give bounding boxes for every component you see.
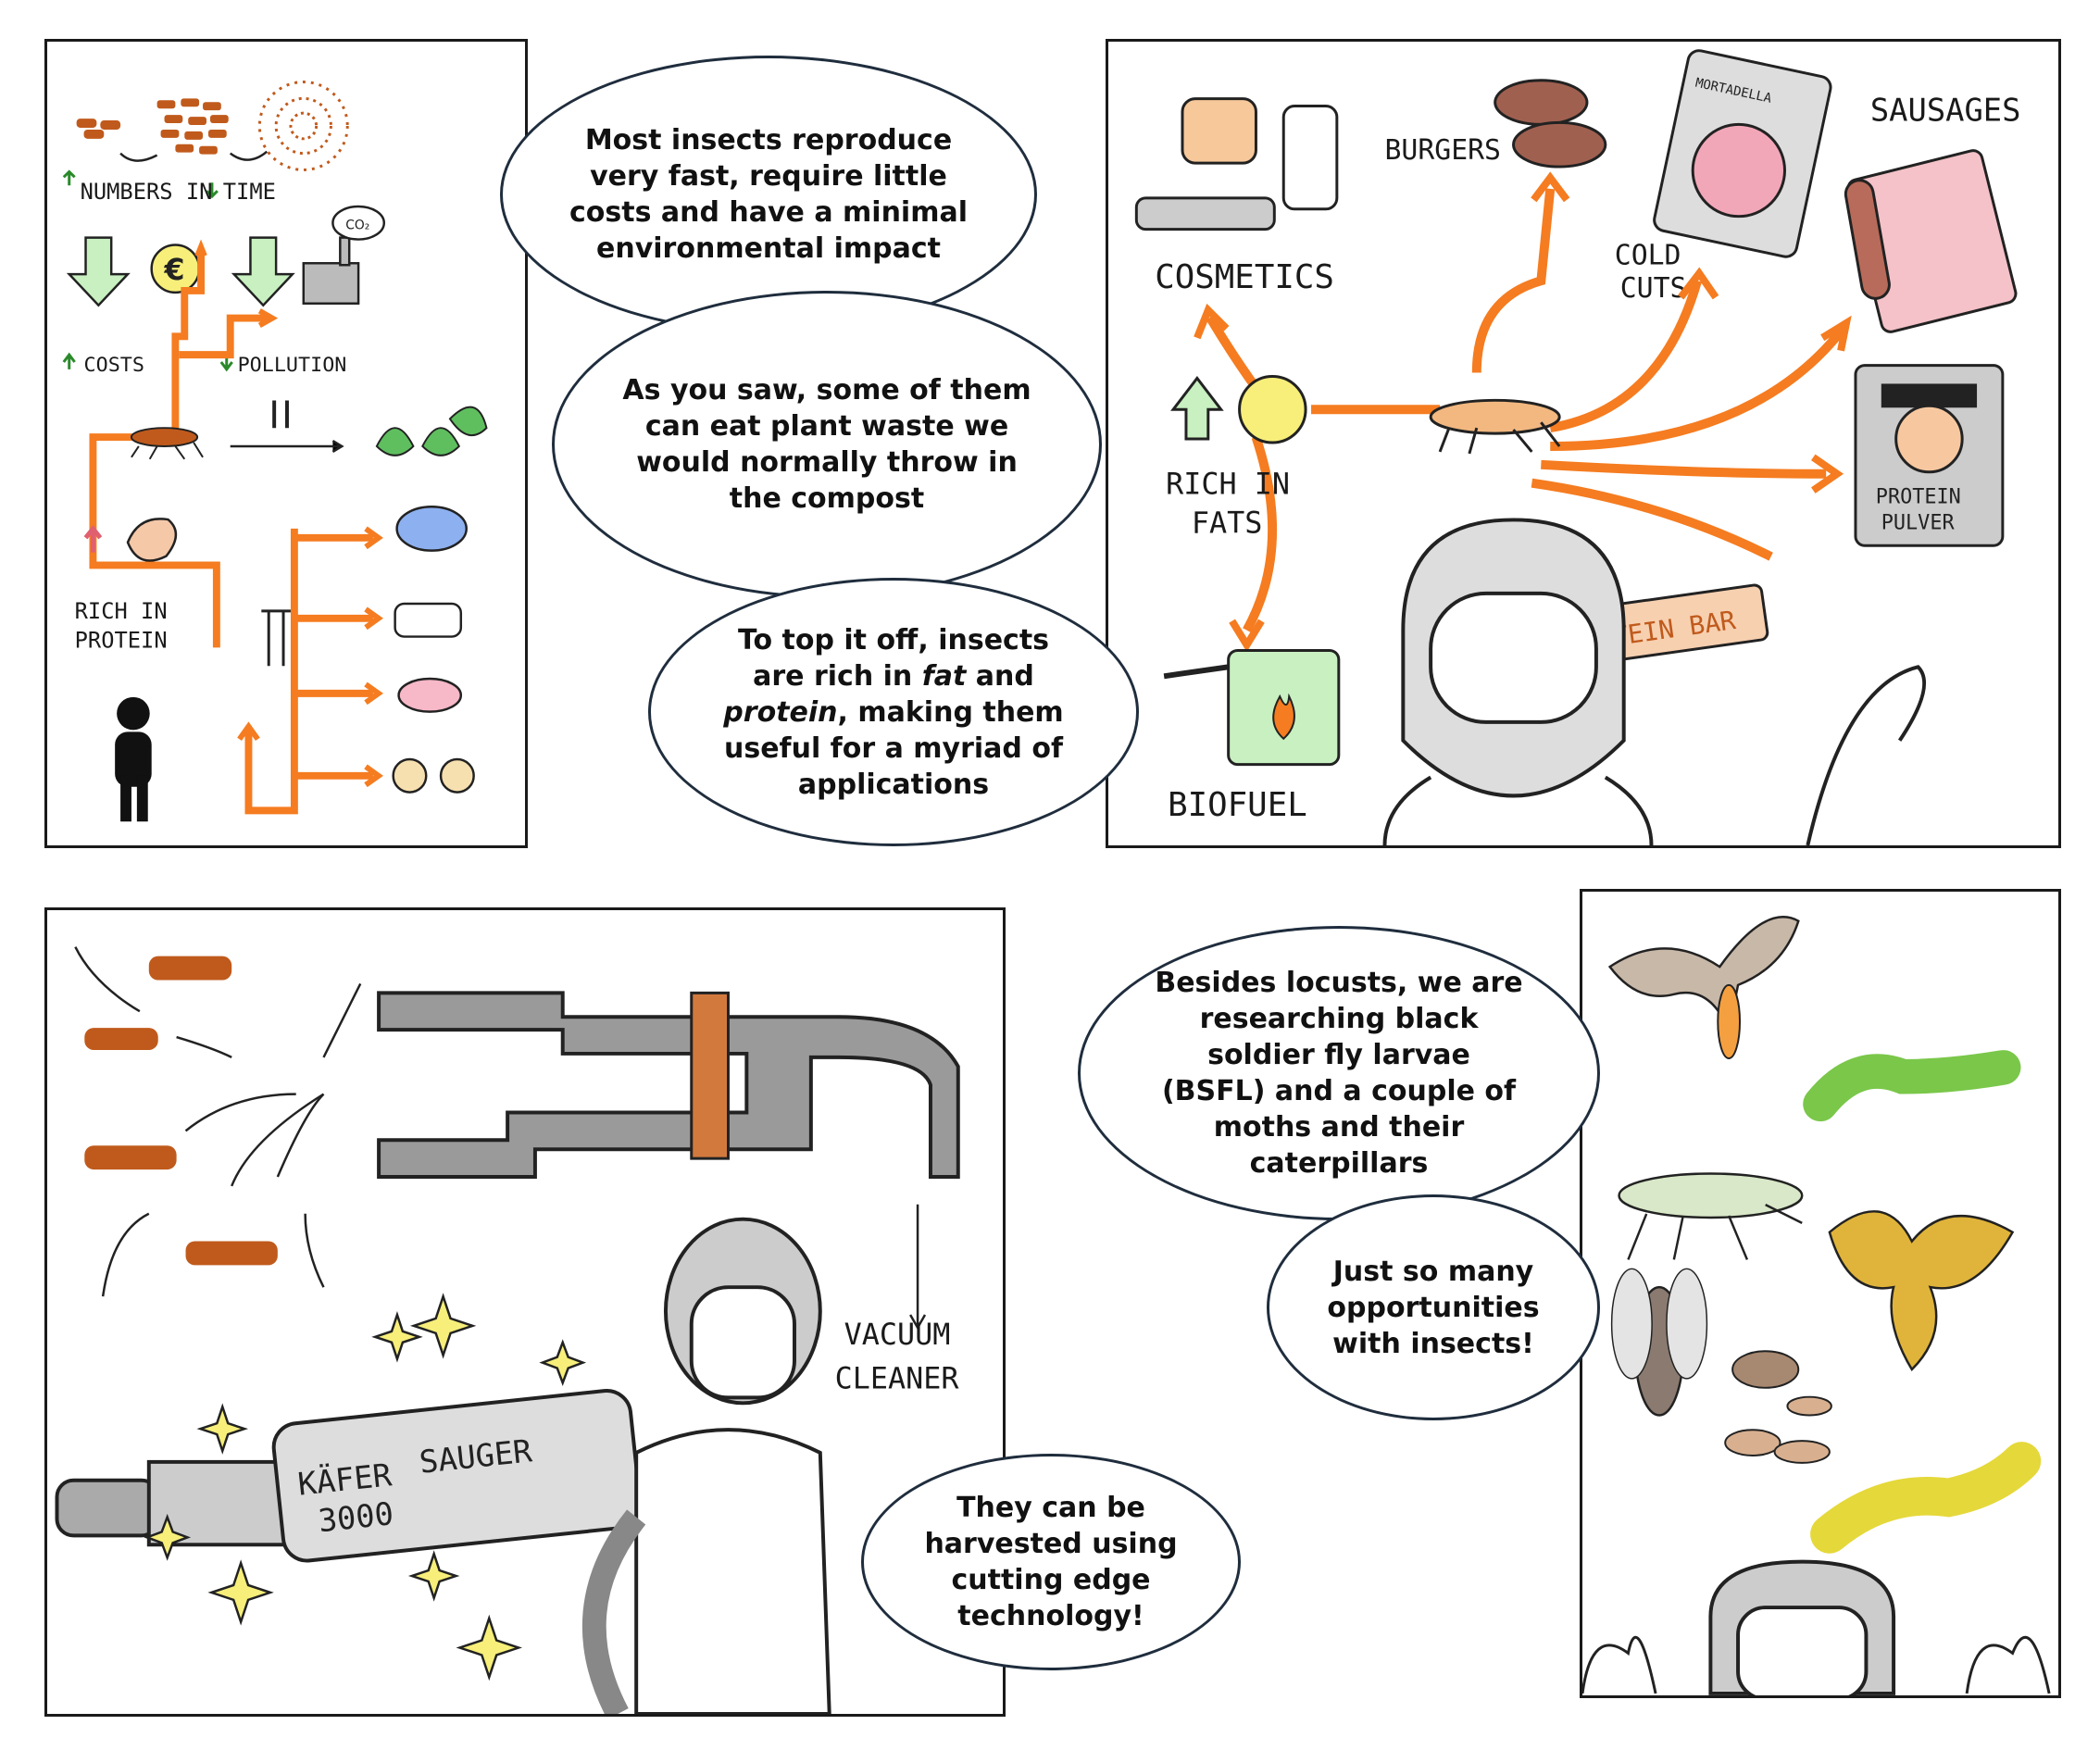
svg-text:€: €	[164, 254, 185, 287]
cosmetics-label: COSMETICS	[1155, 258, 1334, 296]
few-insects-icon	[76, 119, 121, 139]
green-down-arrow-icon	[66, 236, 131, 307]
speech-bubble-text: To top it off, insects are rich in fat a…	[723, 623, 1064, 801]
speech-bubble-plant-waste: As you saw, some of them can eat plant w…	[552, 291, 1102, 598]
cream-tube-icon	[1134, 196, 1276, 231]
chicken-icon	[392, 757, 428, 794]
up-arrow-icon	[83, 524, 103, 553]
co2-label: CO₂	[345, 219, 369, 233]
cutlery-icon	[261, 609, 291, 667]
burger-patty-icon	[1512, 120, 1607, 169]
human-icon	[115, 696, 152, 822]
collected-larvae-icon	[690, 991, 730, 1160]
speech-bubble-text: Besides locusts, we are researching blac…	[1155, 967, 1523, 1180]
bearded-man-icon	[1382, 518, 1654, 845]
panel-insect-benefits-drawing: NUMBERS IN TIME € CO₂ COSTS POLLUTION	[62, 81, 488, 822]
time-label: TIME	[223, 179, 276, 205]
green-caterpillar-icon	[1803, 1050, 2021, 1122]
panel-insect-products-drawing: COSMETICS BURGERS MORTADELLA COLD CUTS S…	[1134, 49, 2021, 845]
hand-icon	[1965, 1635, 2051, 1694]
sausage-package-icon	[1844, 149, 2018, 333]
panel-harvesting: VACUUM CLEANER KÄFER SAUGER 3000	[44, 907, 1006, 1717]
soldier-fly-icon	[1610, 1268, 1708, 1417]
arrow-icon	[229, 150, 269, 161]
panel-insect-species	[1580, 889, 2061, 1698]
pollution-label: POLLUTION	[238, 354, 347, 377]
grasshopper-icon	[1618, 1172, 1804, 1260]
speech-bubble-top-it-off: To top it off, insects are rich in fat a…	[648, 578, 1139, 846]
biofuel-label: BIOFUEL	[1168, 786, 1307, 824]
up-arrow-icon	[62, 169, 76, 186]
panel-insect-products: COSMETICS BURGERS MORTADELLA COLD CUTS S…	[1106, 39, 2061, 848]
yellow-caterpillar-icon	[1810, 1442, 2042, 1554]
arrow-icon	[230, 439, 344, 453]
cream-jar-icon	[1181, 97, 1257, 165]
cutlery-icon	[272, 400, 289, 429]
lotion-bottle-icon	[1281, 105, 1339, 211]
factory-icon: CO₂	[302, 205, 386, 305]
panel-insect-species-drawing	[1582, 916, 2051, 1695]
locust-swarm-icon	[84, 956, 278, 1266]
rich-in-fats-label: RICH IN	[1166, 469, 1290, 502]
protein-powder-bag-icon: PROTEIN PULVER	[1854, 364, 2005, 547]
numbers-in-label: NUMBERS IN	[81, 179, 213, 205]
vacuum-label-2: CLEANER	[835, 1362, 960, 1395]
sparkle-icon	[144, 1293, 587, 1681]
panel-harvesting-drawing: VACUUM CLEANER KÄFER SAUGER 3000	[55, 946, 960, 1714]
vacuum-pipe-icon	[377, 991, 960, 1179]
swarm-icon	[257, 81, 349, 171]
speech-bubble-text: Most insects reproduce very fast, requir…	[569, 124, 969, 265]
chicken-icon	[439, 757, 475, 794]
hand-icon	[1582, 1635, 1657, 1694]
muscle-arm-icon	[126, 518, 178, 562]
burgers-label: BURGERS	[1384, 134, 1501, 167]
locust-icon	[1429, 398, 1561, 455]
speech-bubble-text: Just so many opportunities with insects!	[1327, 1255, 1540, 1360]
bearded-man-icon	[581, 1217, 831, 1714]
speech-bubble-text: They can be harvested using cutting edge…	[924, 1492, 1178, 1632]
locust-icon	[130, 427, 204, 460]
burger-patty-icon	[1494, 79, 1589, 126]
model-label: 3000	[317, 1495, 395, 1539]
speech-bubble-harvested: They can be harvested using cutting edge…	[861, 1454, 1241, 1670]
cold-cuts-label-2: CUTS	[1620, 272, 1687, 305]
feed-branch-arrows-icon	[244, 528, 298, 815]
panel-insect-benefits: NUMBERS IN TIME € CO₂ COSTS POLLUTION	[44, 39, 528, 848]
cow-icon	[394, 602, 463, 638]
larvae-icon	[1724, 1350, 1832, 1464]
many-insects-icon	[156, 98, 229, 155]
costs-label: COSTS	[84, 354, 144, 377]
waving-hand-icon	[1806, 665, 1927, 845]
sausages-label: SAUSAGES	[1870, 92, 2021, 128]
pig-icon	[397, 677, 463, 713]
speech-bubble-reproduce: Most insects reproduce very fast, requir…	[500, 56, 1037, 333]
speech-bubble-besides-locusts: Besides locusts, we are researching blac…	[1078, 926, 1600, 1220]
fat-drop-icon	[1238, 375, 1307, 444]
moth-icon	[1607, 916, 1800, 1059]
mortadella-package-icon: MORTADELLA	[1653, 49, 1832, 258]
plant-leaves-icon	[375, 406, 488, 456]
protein-pulver-label: PROTEIN	[1876, 486, 1961, 509]
rich-in-fats-label-2: FATS	[1192, 506, 1263, 540]
suction-arrows-icon	[74, 946, 362, 1297]
green-up-arrow-icon	[1170, 376, 1224, 441]
rich-in-protein-label-2: PROTEIN	[75, 627, 168, 653]
bearded-man-icon	[1708, 1559, 1896, 1695]
arrow-icon	[119, 152, 158, 162]
flow-arrow-icon	[171, 254, 206, 429]
cold-cuts-label: COLD	[1615, 239, 1681, 271]
green-down-arrow-icon	[231, 236, 295, 307]
fuel-canister-icon	[1163, 648, 1341, 767]
protein-pulver-label-2: PULVER	[1881, 511, 1956, 534]
down-arrow-icon	[205, 182, 219, 199]
vacuum-label: VACUUM	[844, 1319, 951, 1352]
rich-in-protein-label: RICH IN	[75, 598, 168, 624]
speech-bubble-opportunities: Just so many opportunities with insects!	[1267, 1194, 1600, 1420]
deaths-head-moth-icon	[1828, 1210, 2015, 1372]
speech-bubble-text: As you saw, some of them can eat plant w…	[622, 374, 1031, 515]
kafer-sauger-gun-icon: KÄFER SAUGER 3000	[55, 1389, 643, 1563]
fish-icon	[395, 505, 468, 552]
